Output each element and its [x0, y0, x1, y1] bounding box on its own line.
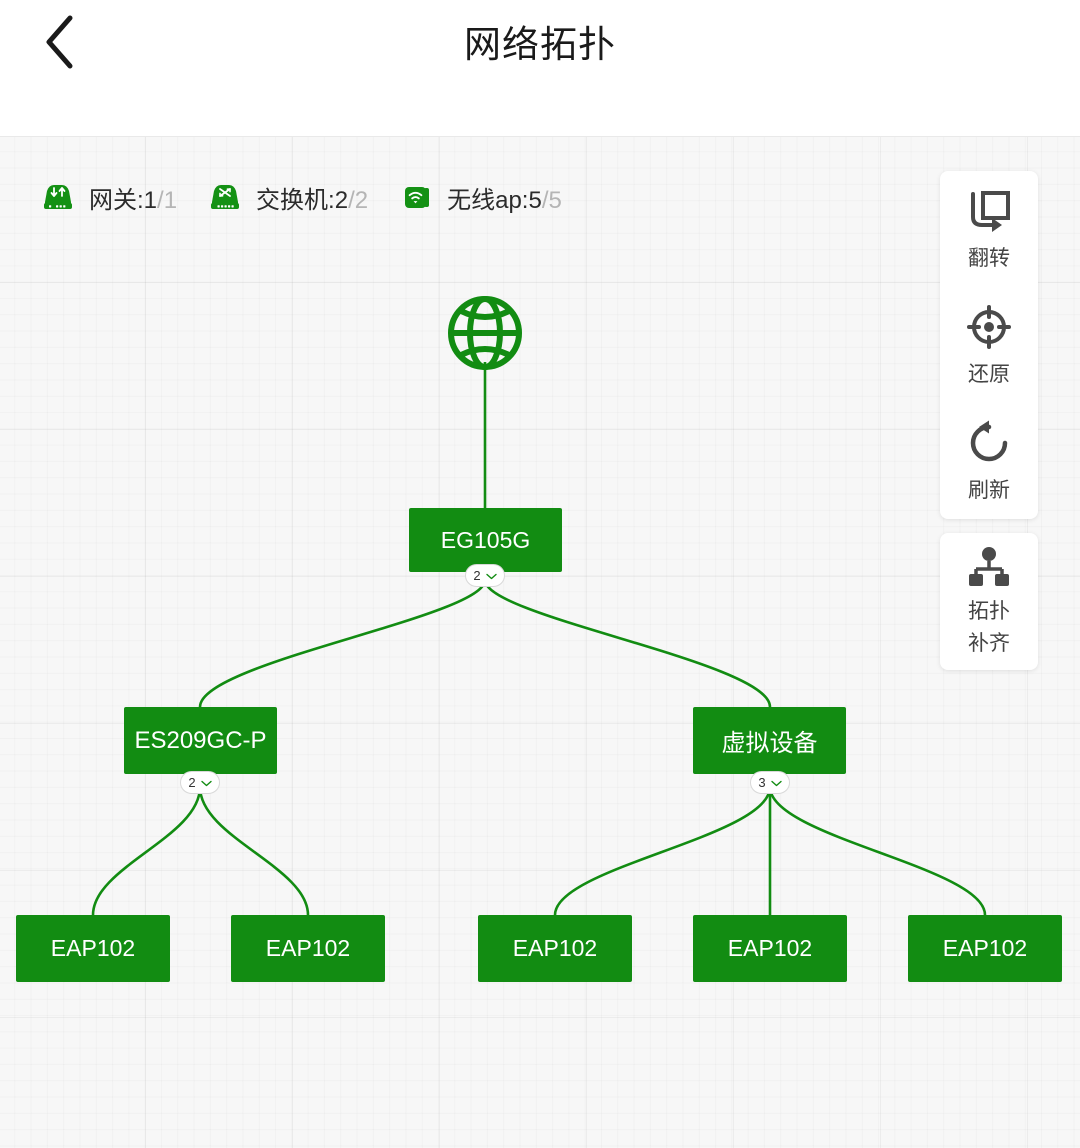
flip-button[interactable]: 翻转 [940, 171, 1038, 287]
chevron-left-icon [42, 14, 78, 70]
legend-gateway-text: 网关:1/1 [89, 180, 177, 215]
link-virtual-ap5 [768, 786, 987, 916]
refresh-button[interactable]: 刷新 [940, 403, 1038, 519]
topology-complete-button[interactable]: 拓扑 补齐 [940, 533, 1038, 670]
chevron-down-icon [485, 568, 497, 583]
toolbar-group-topology: 拓扑 补齐 [940, 533, 1038, 670]
node-badge-es209gcp-count: 2 [188, 775, 196, 790]
topology-node-ap1[interactable]: EAP102 [16, 915, 170, 982]
page-title: 网络拓扑 [464, 24, 616, 65]
chevron-down-icon [200, 775, 212, 790]
flip-icon [964, 187, 1014, 240]
node-label-ap3: EAP102 [512, 935, 598, 961]
legend-item-gateway: 网关:1/1 [40, 180, 177, 215]
device-legend: 网关:1/1 [40, 179, 592, 215]
legend-item-switch: 交换机:2/2 [207, 180, 368, 215]
legend-gateway-total: /1 [157, 186, 178, 214]
topology-canvas[interactable]: 网关:1/1 [0, 137, 1080, 1148]
switch-device-icon [207, 182, 243, 212]
node-label-ap2: EAP102 [265, 935, 351, 961]
node-badge-virtual-device-count: 3 [758, 775, 766, 790]
node-label-es209gcp: ES209GC-P [134, 726, 267, 754]
node-badge-es209gcp[interactable]: 2 [180, 771, 220, 794]
topology-node-eg105g[interactable]: EG105G [409, 508, 562, 572]
legend-switch-text: 交换机:2/2 [256, 180, 368, 215]
topology-links [91, 296, 987, 916]
toolbar-group-view: 翻转 还原 [940, 171, 1038, 519]
legend-ap-total: /5 [541, 186, 562, 214]
node-label-ap4: EAP102 [727, 935, 813, 961]
app-header: 网络拓扑 [0, 0, 1080, 137]
topology-complete-icon [964, 546, 1014, 593]
legend-gateway-label: 网关: [89, 186, 144, 214]
wireless-ap-icon [398, 182, 434, 212]
legend-switch-count: 2 [334, 186, 349, 214]
topology-node-virtual-device[interactable]: 虚拟设备 [693, 707, 846, 774]
legend-ap-count: 5 [528, 186, 542, 214]
topology-node-ap2[interactable]: EAP102 [231, 915, 385, 982]
node-label-virtual-device: 虚拟设备 [721, 730, 818, 757]
canvas-toolbar: 翻转 还原 [940, 171, 1038, 670]
flip-label: 翻转 [968, 246, 1010, 270]
legend-switch-total: /2 [348, 186, 369, 214]
legend-switch-label: 交换机: [256, 186, 335, 214]
restore-label: 还原 [968, 362, 1010, 386]
node-badge-virtual-device[interactable]: 3 [750, 771, 790, 794]
legend-ap-label: 无线ap: [447, 186, 529, 214]
topology-node-ap4[interactable]: EAP102 [693, 915, 847, 982]
link-eg105g-es209gcp [198, 579, 487, 708]
topology-node-ap3[interactable]: EAP102 [478, 915, 632, 982]
restore-button[interactable]: 还原 [940, 287, 1038, 403]
node-badge-eg105g[interactable]: 2 [465, 564, 505, 587]
globe-icon [448, 296, 522, 370]
restore-icon [964, 303, 1014, 356]
legend-gateway-count: 1 [143, 186, 158, 214]
topology-node-ap5[interactable]: EAP102 [908, 915, 1062, 982]
topology-complete-label-line2: 补齐 [968, 632, 1010, 655]
legend-item-ap: 无线ap:5/5 [398, 180, 562, 215]
link-es209gcp-ap1 [91, 786, 202, 916]
legend-ap-text: 无线ap:5/5 [447, 180, 562, 215]
link-virtual-ap3 [553, 786, 772, 916]
node-label-ap1: EAP102 [50, 935, 136, 961]
back-button[interactable] [28, 10, 92, 74]
topology-complete-label-line1: 拓扑 [968, 600, 1010, 623]
refresh-icon [964, 419, 1014, 472]
gateway-device-icon [40, 182, 76, 212]
link-es209gcp-ap2 [198, 786, 310, 916]
link-eg105g-virtual [483, 579, 772, 708]
refresh-label: 刷新 [968, 478, 1010, 502]
node-label-ap5: EAP102 [942, 935, 1028, 961]
topology-node-es209gcp[interactable]: ES209GC-P [124, 707, 277, 774]
node-label-eg105g: EG105G [440, 526, 531, 553]
chevron-down-icon [770, 775, 782, 790]
node-badge-eg105g-count: 2 [473, 568, 481, 583]
